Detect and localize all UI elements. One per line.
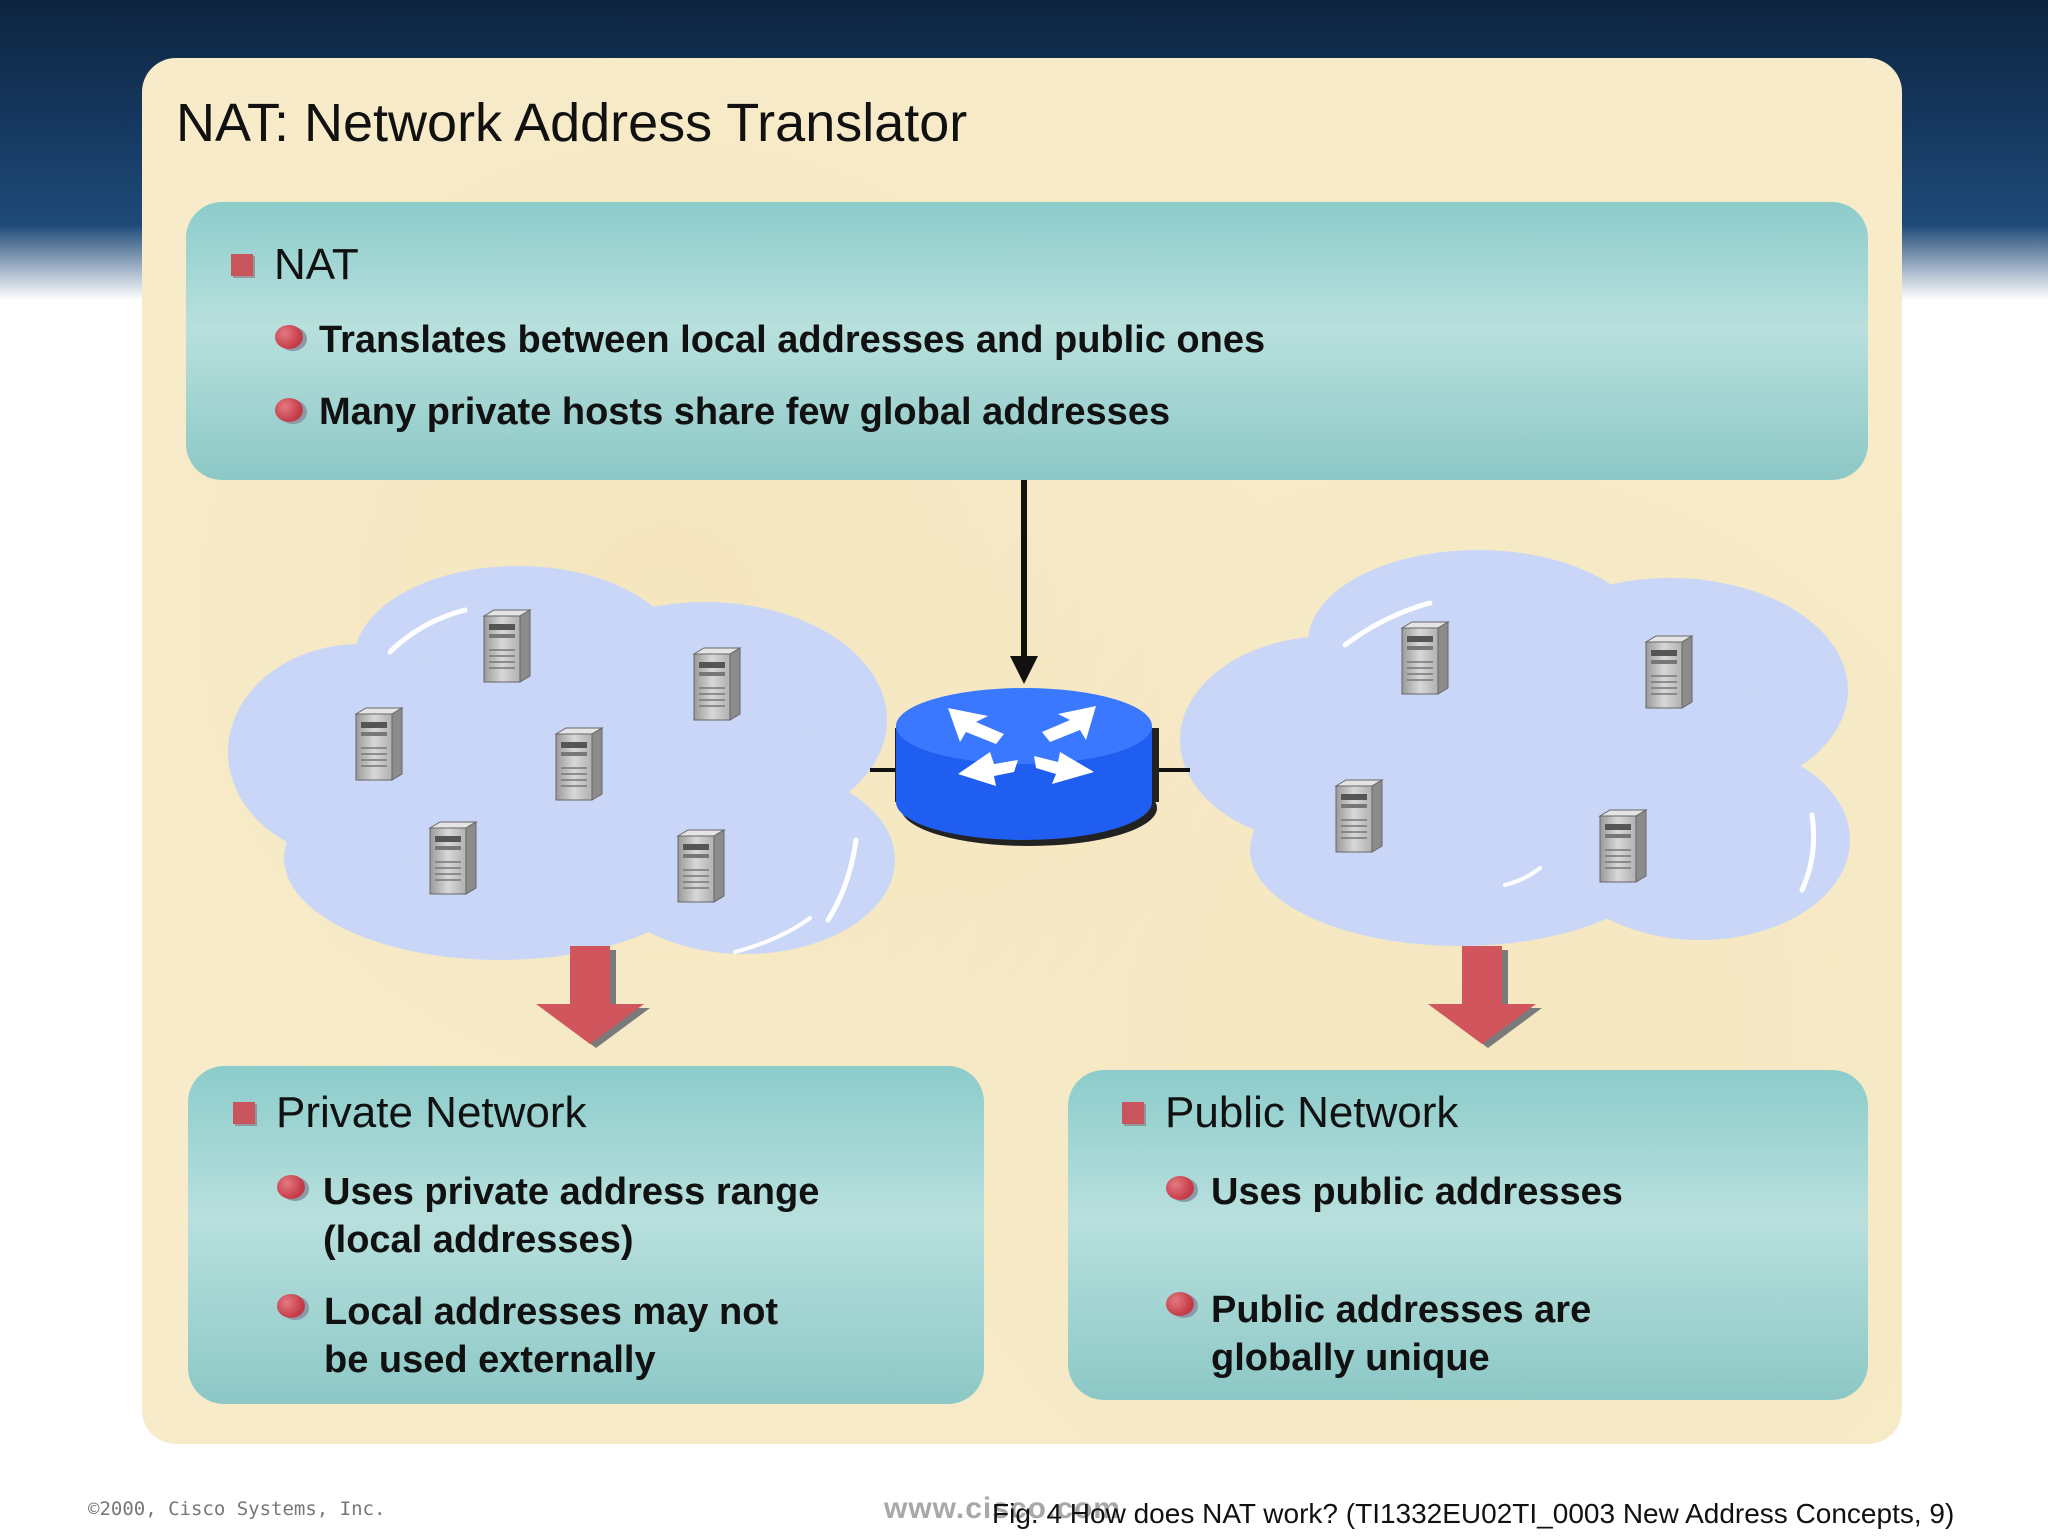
router-icon	[895, 688, 1159, 846]
nat-heading: NAT	[274, 240, 359, 289]
square-bullet-icon	[1122, 1102, 1144, 1124]
round-bullet-icon	[1166, 1176, 1194, 1200]
private-point-1: Uses private address range (local addres…	[323, 1171, 820, 1261]
square-bullet-icon	[233, 1102, 255, 1124]
server-icon	[693, 647, 741, 721]
server-icon	[677, 829, 725, 903]
down-arrow-icon	[536, 946, 650, 1048]
round-bullet-icon	[277, 1294, 305, 1318]
slide-title: NAT: Network Address Translator	[176, 93, 968, 153]
public-network-box	[1068, 1070, 1868, 1400]
server-icon	[429, 821, 477, 895]
public-point-1: Uses public addresses	[1211, 1171, 1623, 1213]
down-arrow-icon	[1010, 480, 1038, 684]
server-icon	[555, 727, 603, 801]
public-network-heading: Public Network	[1165, 1088, 1459, 1137]
private-network-heading: Private Network	[276, 1088, 587, 1137]
round-bullet-icon	[275, 398, 303, 422]
nat-point-1: Translates between local addresses and p…	[319, 319, 1266, 361]
footer-url: www.cisco.com	[884, 1492, 1121, 1525]
private-network-box	[188, 1066, 984, 1404]
round-bullet-icon	[1166, 1292, 1194, 1316]
server-icon	[1335, 779, 1383, 853]
server-icon	[1645, 635, 1693, 709]
down-arrow-icon	[1428, 946, 1542, 1048]
server-icon	[483, 609, 531, 683]
nat-point-2: Many private hosts share few global addr…	[319, 391, 1171, 433]
round-bullet-icon	[277, 1175, 305, 1199]
public-point-2: Public addresses are globally unique	[1211, 1289, 1592, 1379]
server-icon	[355, 707, 403, 781]
copyright-notice: ©2000, Cisco Systems, Inc.	[88, 1498, 386, 1520]
nat-box	[186, 202, 1868, 480]
square-bullet-icon	[231, 254, 253, 276]
server-icon	[1401, 621, 1449, 695]
round-bullet-icon	[275, 325, 303, 349]
private-point-2: Local addresses may not be used external…	[324, 1291, 779, 1381]
public-cloud-icon	[1180, 550, 1850, 946]
server-icon	[1599, 809, 1647, 883]
figure-caption: Fig. 4 How does NAT work? (TI1332EU02TI_…	[992, 1498, 1955, 1529]
